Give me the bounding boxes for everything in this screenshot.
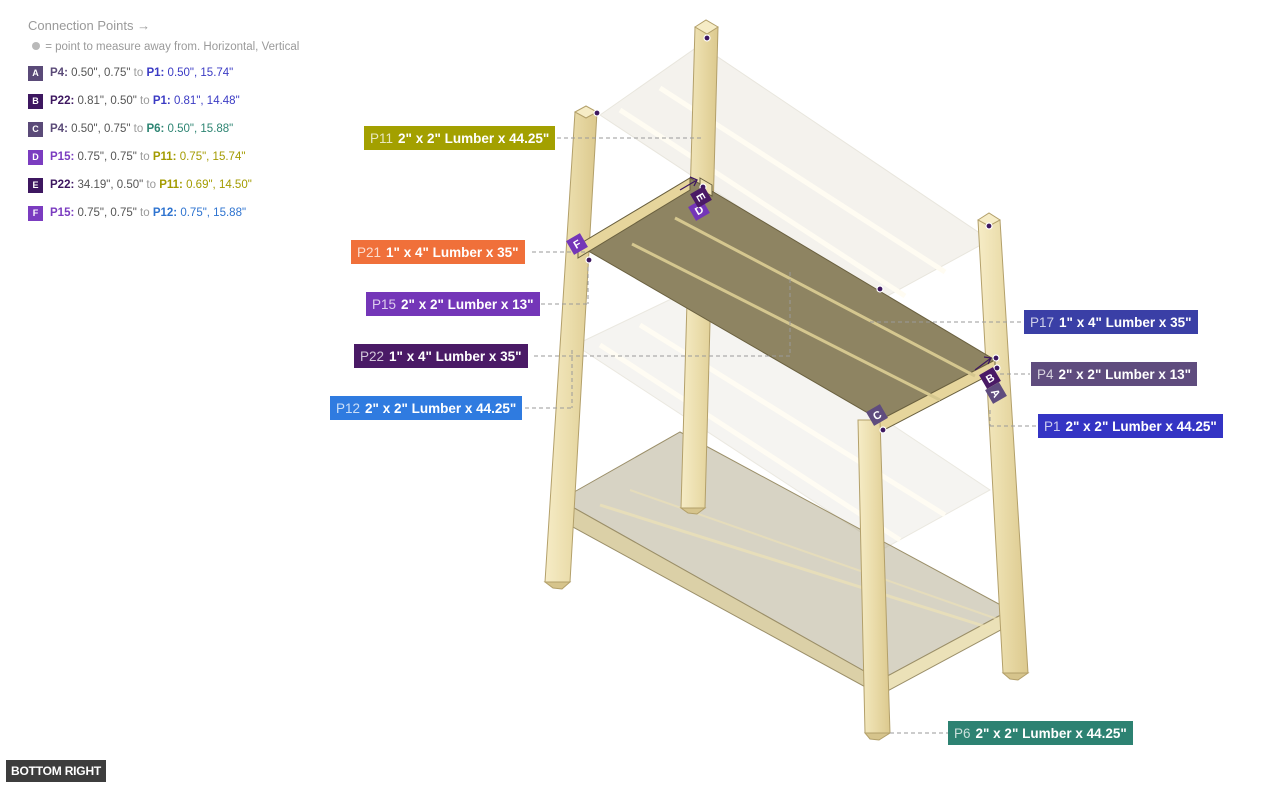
to-word: to xyxy=(140,207,150,219)
part-id: P11 xyxy=(370,130,394,146)
from-part: P4: xyxy=(50,67,68,79)
connection-arrows xyxy=(679,176,992,371)
part-id: P21 xyxy=(357,244,382,260)
connection-markers: F D E C B A xyxy=(566,186,1007,426)
to-value: 0.75", 15.74" xyxy=(179,151,246,163)
part-desc: 1" x 4" Lumber x 35" xyxy=(389,348,522,364)
to-part: P6: xyxy=(146,123,165,135)
point-a xyxy=(993,364,1001,372)
from-part: P15: xyxy=(50,151,75,163)
connection-row: B P22: 0.81", 0.50" to P1: 0.81", 14.48" xyxy=(28,93,328,109)
to-word: to xyxy=(140,95,150,107)
connection-row: A P4: 0.50", 0.75" to P1: 0.50", 15.74" xyxy=(28,65,328,81)
connection-badge: C xyxy=(28,121,43,137)
marker-d-box xyxy=(688,199,710,221)
to-part: P12: xyxy=(152,207,178,219)
connection-badge: E xyxy=(28,177,43,193)
point-p17 xyxy=(876,285,884,293)
to-part: P11: xyxy=(159,179,183,191)
part-id: P17 xyxy=(1030,314,1055,330)
part-id: P1 xyxy=(1044,418,1061,434)
from-part: P15: xyxy=(50,207,75,219)
to-part: P11: xyxy=(152,151,177,163)
part-desc: 2" x 2" Lumber x 44.25" xyxy=(398,130,550,146)
legend-note: = point to measure away from. Horizontal… xyxy=(28,41,328,53)
post-p1 xyxy=(977,212,1030,681)
from-part: P22: xyxy=(50,95,75,107)
connection-points-legend: Connection Points → = point to measure a… xyxy=(28,18,328,221)
part-desc: 2" x 2" Lumber x 13" xyxy=(1058,366,1192,382)
marker-a-box xyxy=(985,382,1007,404)
point-c xyxy=(879,426,887,434)
legend-title: Connection Points → xyxy=(28,18,151,33)
part-id: P22 xyxy=(360,348,385,364)
marker-c-box xyxy=(866,404,888,426)
part-desc: 1" x 4" Lumber x 35" xyxy=(1059,314,1192,330)
part-desc: 2" x 2" Lumber x 44.25" xyxy=(975,725,1127,741)
to-word: to xyxy=(133,123,144,135)
from-value: 34.19", 0.50" xyxy=(77,179,144,191)
point-b xyxy=(992,354,1000,362)
connection-row: D P15: 0.75", 0.75" to P11: 0.75", 15.74" xyxy=(28,149,328,165)
to-word: to xyxy=(146,179,157,191)
from-value: 0.50", 0.75" xyxy=(71,67,131,79)
part-desc: 2" x 2" Lumber x 13" xyxy=(401,296,534,312)
view-bottom-right-button[interactable]: BOTTOM RIGHT xyxy=(6,760,107,782)
from-part: P4: xyxy=(50,123,68,135)
to-part: P1: xyxy=(146,67,165,79)
marker-e-box xyxy=(690,186,712,208)
from-value: 0.75", 0.75" xyxy=(77,207,137,219)
legend-note-text: = point to measure away from. Horizontal… xyxy=(45,41,300,53)
part-id: P12 xyxy=(336,400,361,416)
part-id: P4 xyxy=(1037,366,1054,382)
measure-points xyxy=(585,34,1001,434)
from-part: P22: xyxy=(50,179,75,191)
to-value: 0.75", 15.88" xyxy=(180,207,247,219)
connection-badge: B xyxy=(28,93,43,109)
leader-lines xyxy=(525,137,1038,734)
marker-f-box xyxy=(566,233,588,255)
post-p12 xyxy=(543,105,599,590)
to-word: to xyxy=(133,67,144,79)
to-value: 0.50", 15.74" xyxy=(167,67,234,79)
marker-b-box xyxy=(979,367,1001,389)
part-id: P6 xyxy=(954,725,971,741)
connection-row: C P4: 0.50", 0.75" to P6: 0.50", 15.88" xyxy=(28,121,328,137)
connection-row: F P15: 0.75", 0.75" to P12: 0.75", 15.88" xyxy=(28,205,328,221)
connection-badge: F xyxy=(28,205,43,221)
to-word: to xyxy=(140,151,150,163)
to-part: P1: xyxy=(152,95,171,107)
point-f xyxy=(585,256,593,264)
bottom-shelf xyxy=(558,431,1012,696)
point-p1-top xyxy=(985,222,993,230)
from-value: 0.81", 0.50" xyxy=(77,95,137,107)
connection-badge: D xyxy=(28,149,43,165)
part-desc: 2" x 2" Lumber x 44.25" xyxy=(365,400,517,416)
to-value: 0.81", 14.48" xyxy=(173,95,240,107)
measure-point-dot-icon xyxy=(32,42,40,50)
from-value: 0.50", 0.75" xyxy=(71,123,131,135)
part-desc: 2" x 2" Lumber x 44.25" xyxy=(1065,418,1217,434)
part-desc: 1" x 4" Lumber x 35" xyxy=(386,244,519,260)
from-value: 0.75", 0.75" xyxy=(77,151,137,163)
part-id: P15 xyxy=(372,296,397,312)
to-value: 0.50", 15.88" xyxy=(167,123,234,135)
point-p11-top xyxy=(703,34,711,42)
to-value: 0.69", 14.50" xyxy=(186,179,252,191)
connection-row: E P22: 34.19", 0.50" to P11: 0.69", 14.50… xyxy=(28,177,328,193)
connection-badge: A xyxy=(28,65,43,81)
point-p12-top xyxy=(593,109,601,117)
